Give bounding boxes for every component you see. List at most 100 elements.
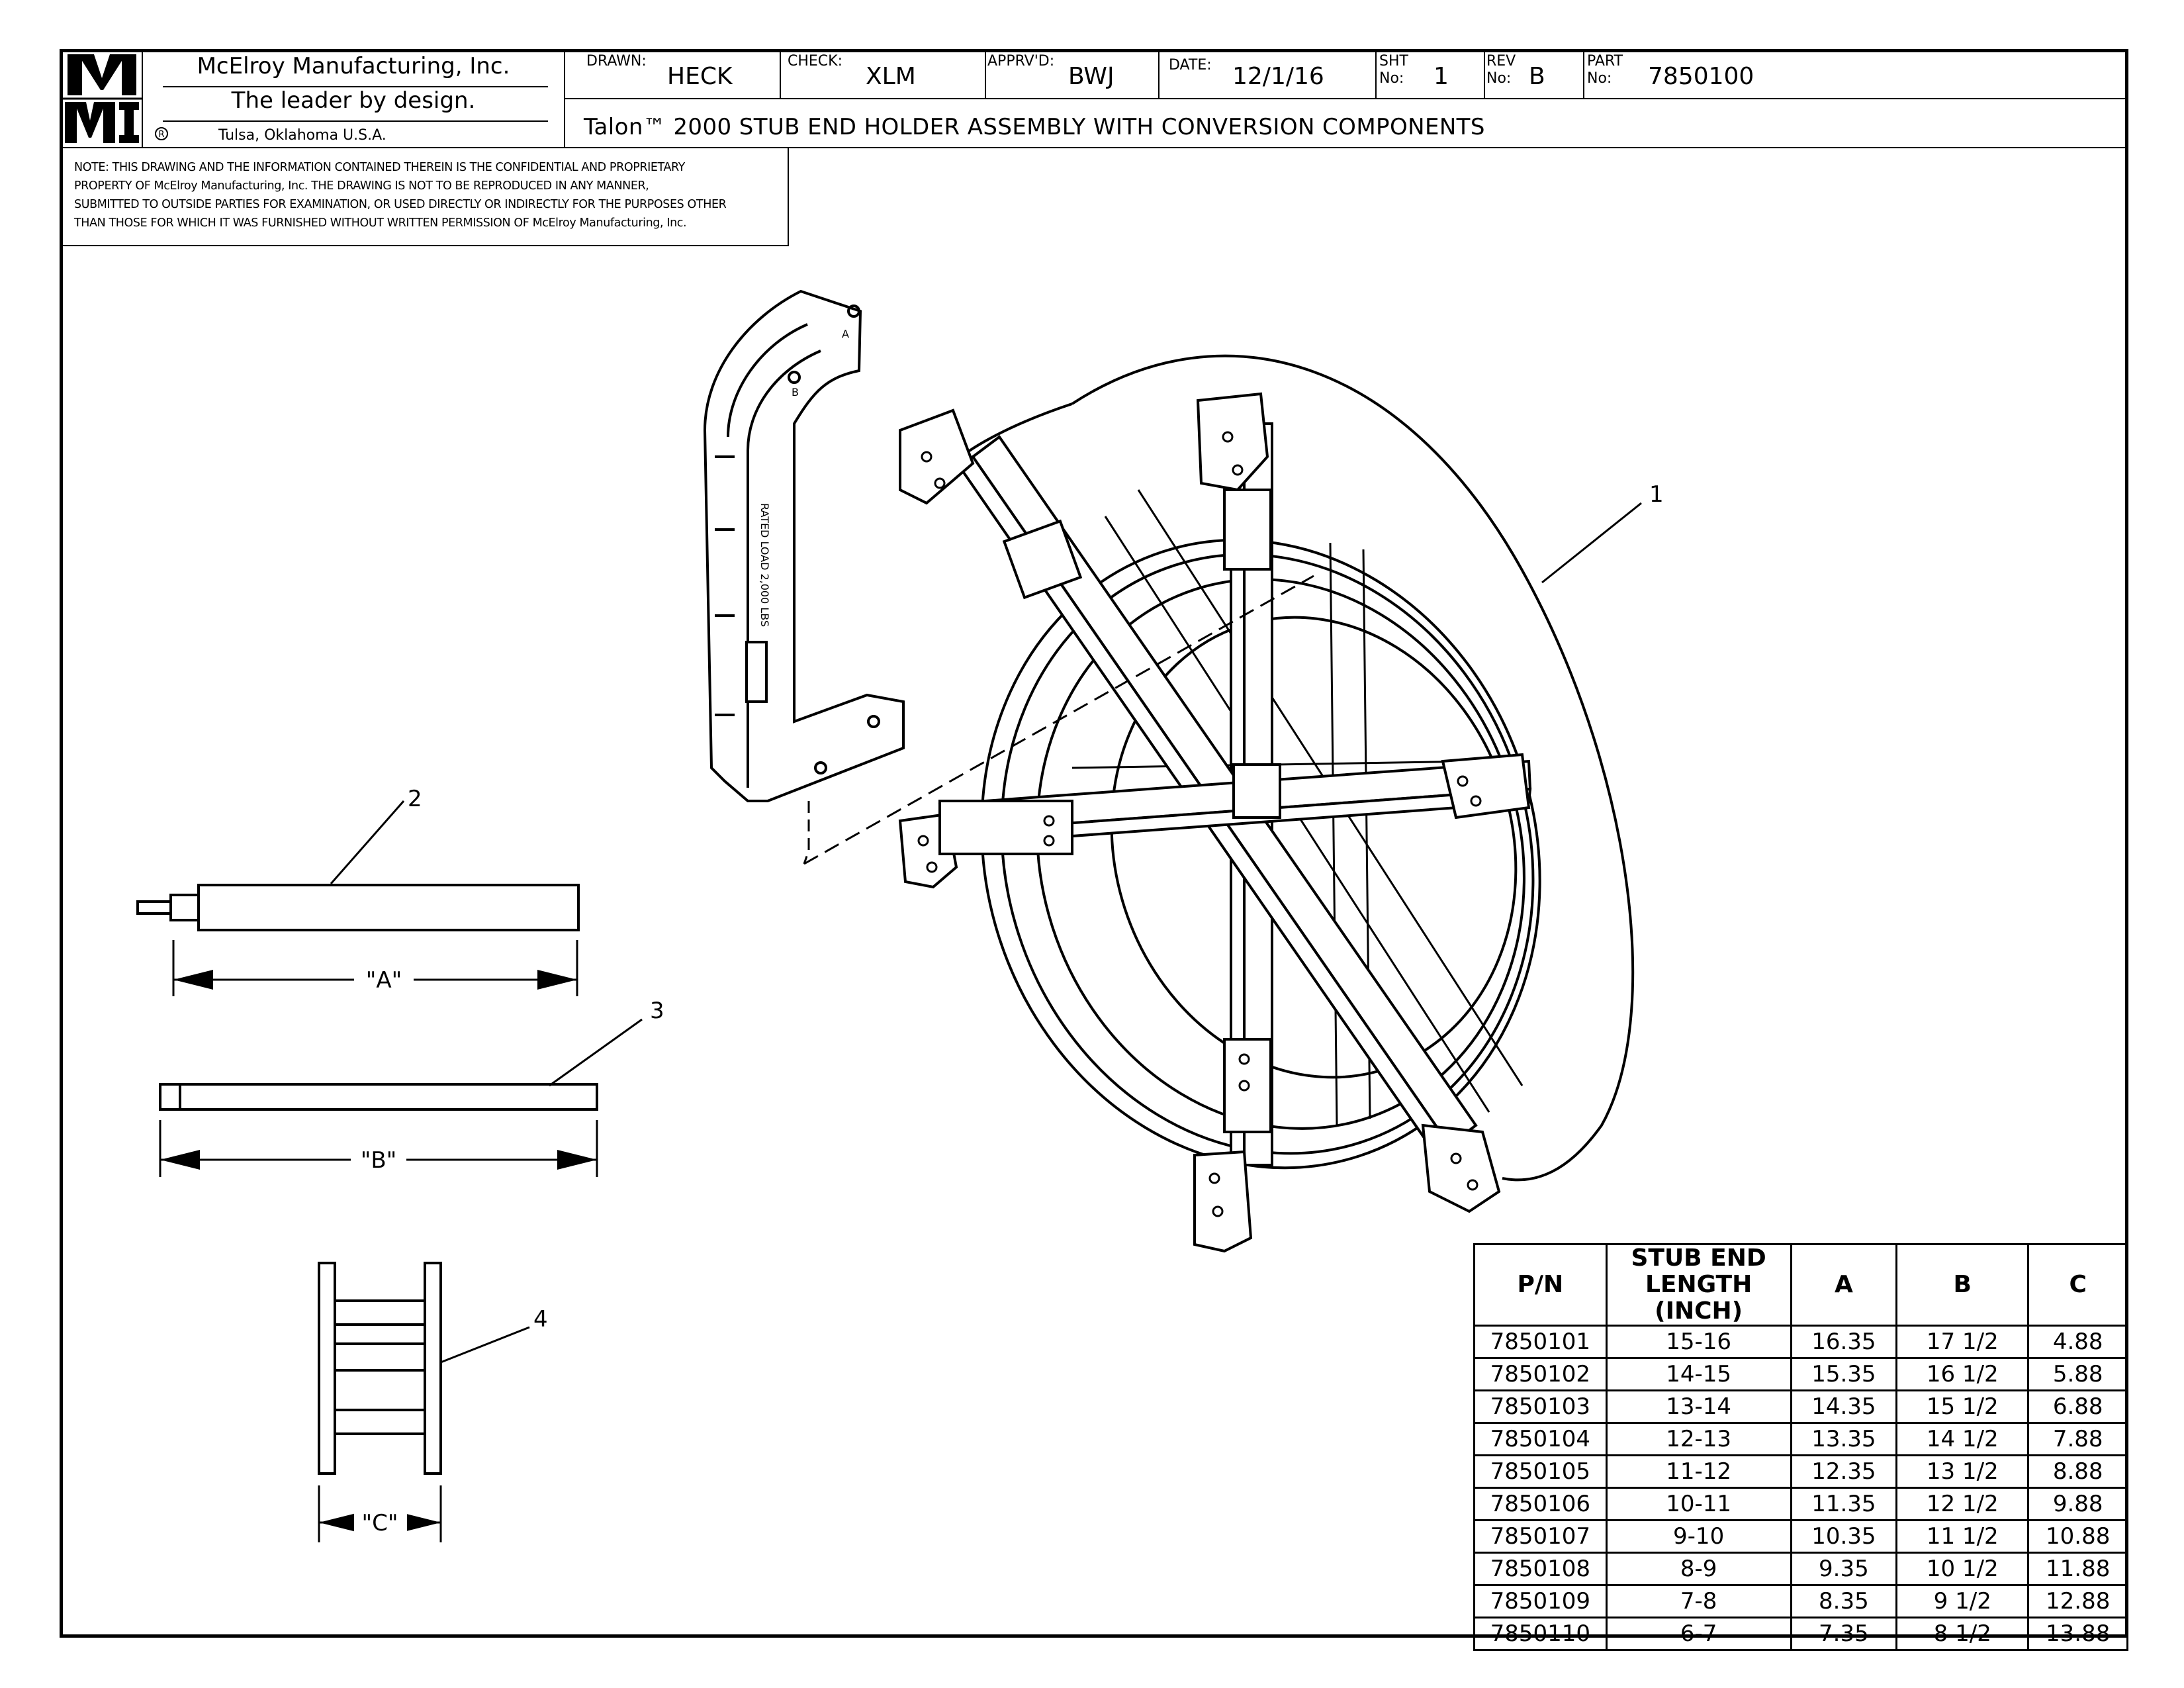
registered-mark-icon: R <box>155 127 168 140</box>
balloon-4: 4 <box>533 1306 548 1333</box>
c-frame-letter-a: A <box>842 328 849 340</box>
rev-value: B <box>1529 63 1545 90</box>
logo-letter-i <box>119 102 139 143</box>
date-label: DATE: <box>1169 57 1212 73</box>
cell-b: 10 1/2 <box>1895 1552 2030 1586</box>
company-divider-2 <box>163 120 548 122</box>
cell-pn: 7850104 <box>1473 1422 1608 1456</box>
header-pn: P/N <box>1473 1243 1608 1327</box>
cell-pn: 7850107 <box>1473 1519 1608 1554</box>
cell-a: 12.35 <box>1790 1454 1898 1489</box>
cell-length: 8-9 <box>1605 1552 1792 1586</box>
company-name: McElroy Manufacturing, Inc. <box>197 53 510 79</box>
bolt-holes <box>917 431 1482 1217</box>
note-line-3: SUBMITTED TO OUTSIDE PARTIES FOR EXAMINA… <box>74 198 727 211</box>
drawing-border <box>60 49 2128 1638</box>
c-frame-side-text: RATED LOAD 2,000 LBS <box>758 503 771 627</box>
date-value: 12/1/16 <box>1232 63 1324 90</box>
cell-a: 10.35 <box>1790 1519 1898 1554</box>
header-b: B <box>1895 1243 2030 1327</box>
cell-c: 8.88 <box>2027 1454 2128 1489</box>
cell-pn: 7850109 <box>1473 1584 1608 1618</box>
sheet-label-bottom: No: <box>1379 70 1404 87</box>
c-frame-inner <box>727 323 821 788</box>
header-a: A <box>1790 1243 1898 1327</box>
balloon-1: 1 <box>1649 481 1664 508</box>
note-line-2: PROPERTY OF McElroy Manufacturing, Inc. … <box>74 179 649 193</box>
note-line-4: THAN THOSE FOR WHICH IT WAS FURNISHED WI… <box>74 216 687 230</box>
hub-block <box>1232 763 1281 819</box>
header-c: C <box>2027 1243 2128 1327</box>
clamp-pad-top <box>1196 392 1269 492</box>
cell-pn: 7850105 <box>1473 1454 1608 1489</box>
clamp-pad-bottom <box>1193 1150 1253 1253</box>
table-header-row: P/N STUB END LENGTH (INCH) A B C <box>1473 1243 2128 1327</box>
dimension-c-label: "C" <box>361 1510 398 1536</box>
clamp-pad-upper-left <box>899 408 975 505</box>
wheel-outer-back <box>1071 354 1635 1182</box>
rev-label-bottom: No: <box>1486 70 1512 87</box>
cell-b: 8 1/2 <box>1895 1617 2030 1651</box>
cell-c: 7.88 <box>2027 1422 2128 1456</box>
cell-c: 10.88 <box>2027 1519 2128 1554</box>
cell-b: 16 1/2 <box>1895 1357 2030 1391</box>
assembly-center-line-2 <box>803 575 1314 865</box>
cell-c: 11.88 <box>2027 1552 2128 1586</box>
cell-length: 14-15 <box>1605 1357 1792 1391</box>
apprvd-label: APPRV'D: <box>987 53 1055 70</box>
company-location: Tulsa, Oklahoma U.S.A. <box>218 127 387 144</box>
cell-a: 8.35 <box>1790 1584 1898 1618</box>
balloon-2: 2 <box>408 786 422 812</box>
cell-length: 11-12 <box>1605 1454 1792 1489</box>
item-2-stub-end <box>136 884 580 931</box>
check-value: XLM <box>866 63 916 90</box>
cell-a: 11.35 <box>1790 1487 1898 1521</box>
cell-a: 16.35 <box>1790 1325 1898 1359</box>
apprvd-value: BWJ <box>1068 63 1115 90</box>
sheet-value: 1 <box>1433 63 1449 90</box>
c-frame-bracket: A B RATED LOAD 2,000 LBS <box>703 289 905 802</box>
cell-b: 12 1/2 <box>1895 1487 2030 1521</box>
cell-c: 12.88 <box>2027 1584 2128 1618</box>
svg-text:R: R <box>158 130 164 140</box>
cell-pn: 7850103 <box>1473 1389 1608 1424</box>
cell-b: 14 1/2 <box>1895 1422 2030 1456</box>
cell-b: 11 1/2 <box>1895 1519 2030 1554</box>
dimension-b-label: "B" <box>361 1147 397 1174</box>
check-label: CHECK: <box>788 53 843 70</box>
cell-b: 15 1/2 <box>1895 1389 2030 1424</box>
dimension-a-label: "A" <box>366 967 402 994</box>
cell-length: 13-14 <box>1605 1389 1792 1424</box>
drawn-value: HECK <box>667 63 733 90</box>
balloon-leaders <box>330 502 1642 1364</box>
cell-c: 4.88 <box>2027 1325 2128 1359</box>
cell-length: 12-13 <box>1605 1422 1792 1456</box>
cell-length: 9-10 <box>1605 1519 1792 1554</box>
cell-a: 9.35 <box>1790 1552 1898 1586</box>
part-label-bottom: No: <box>1587 70 1612 87</box>
cell-c: 5.88 <box>2027 1357 2128 1391</box>
cell-length: 7-8 <box>1605 1584 1792 1618</box>
cell-pn: 7850106 <box>1473 1487 1608 1521</box>
clamp-pad-right <box>1441 753 1531 820</box>
c-frame-outline <box>703 289 905 802</box>
company-tagline: The leader by design. <box>231 87 476 114</box>
cell-a: 7.35 <box>1790 1617 1898 1651</box>
rev-label-top: REV <box>1486 53 1516 70</box>
logo-letter-m-top <box>68 54 136 95</box>
stub-end-table: P/N STUB END LENGTH (INCH) A B C 7850101… <box>1473 1243 2128 1651</box>
title-cell <box>564 98 2128 148</box>
c-frame-label-plate <box>745 641 768 703</box>
cell-pn: 7850102 <box>1473 1357 1608 1391</box>
item-4-spool <box>318 1262 442 1475</box>
